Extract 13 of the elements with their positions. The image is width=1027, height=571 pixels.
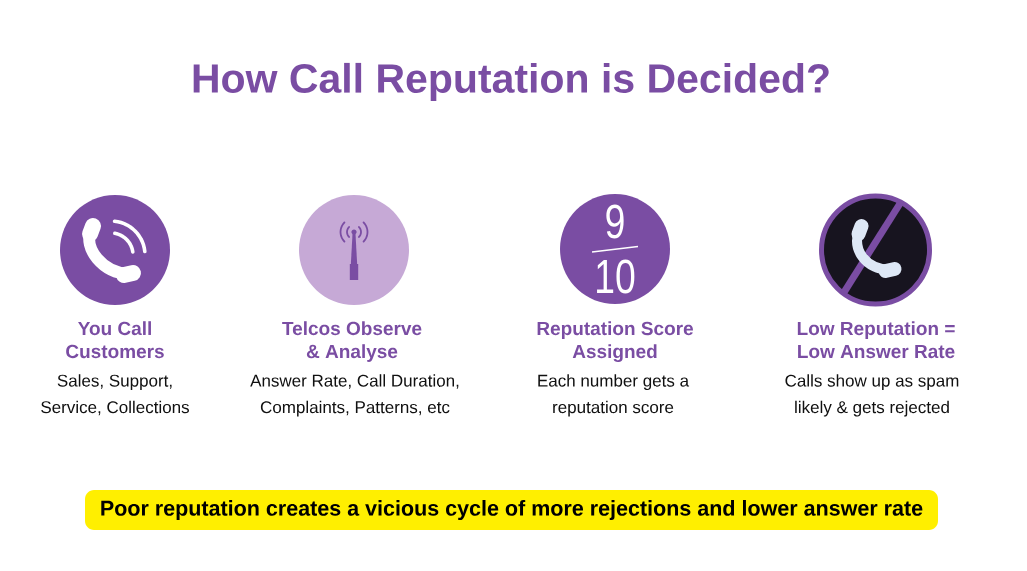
icon-circle bbox=[819, 193, 932, 307]
caption-heading: Low Reputation = Low Answer Rate bbox=[797, 321, 955, 359]
caption-heading: You Call Customers bbox=[66, 321, 164, 359]
icon-circle bbox=[60, 195, 170, 305]
caption-text: Sales, Support, Service, Collections bbox=[41, 374, 189, 416]
caption-text: Each number gets a reputation score bbox=[538, 374, 690, 417]
title: How Call Reputation is Decided? bbox=[193, 62, 829, 102]
icon-circle bbox=[299, 195, 409, 305]
caption-heading: Reputation Score Assigned bbox=[537, 321, 693, 362]
caption-heading: Telcos Observe & Analyse bbox=[282, 321, 422, 362]
banner: Poor reputation creates a vicious cycle of more rejections and lower answer rate bbox=[85, 490, 938, 530]
caption-text: Answer Rate, Call Duration, Complaints, Patterns, etc bbox=[250, 374, 459, 417]
caption-text: Calls show up as spam likely & gets rejected bbox=[785, 374, 959, 417]
